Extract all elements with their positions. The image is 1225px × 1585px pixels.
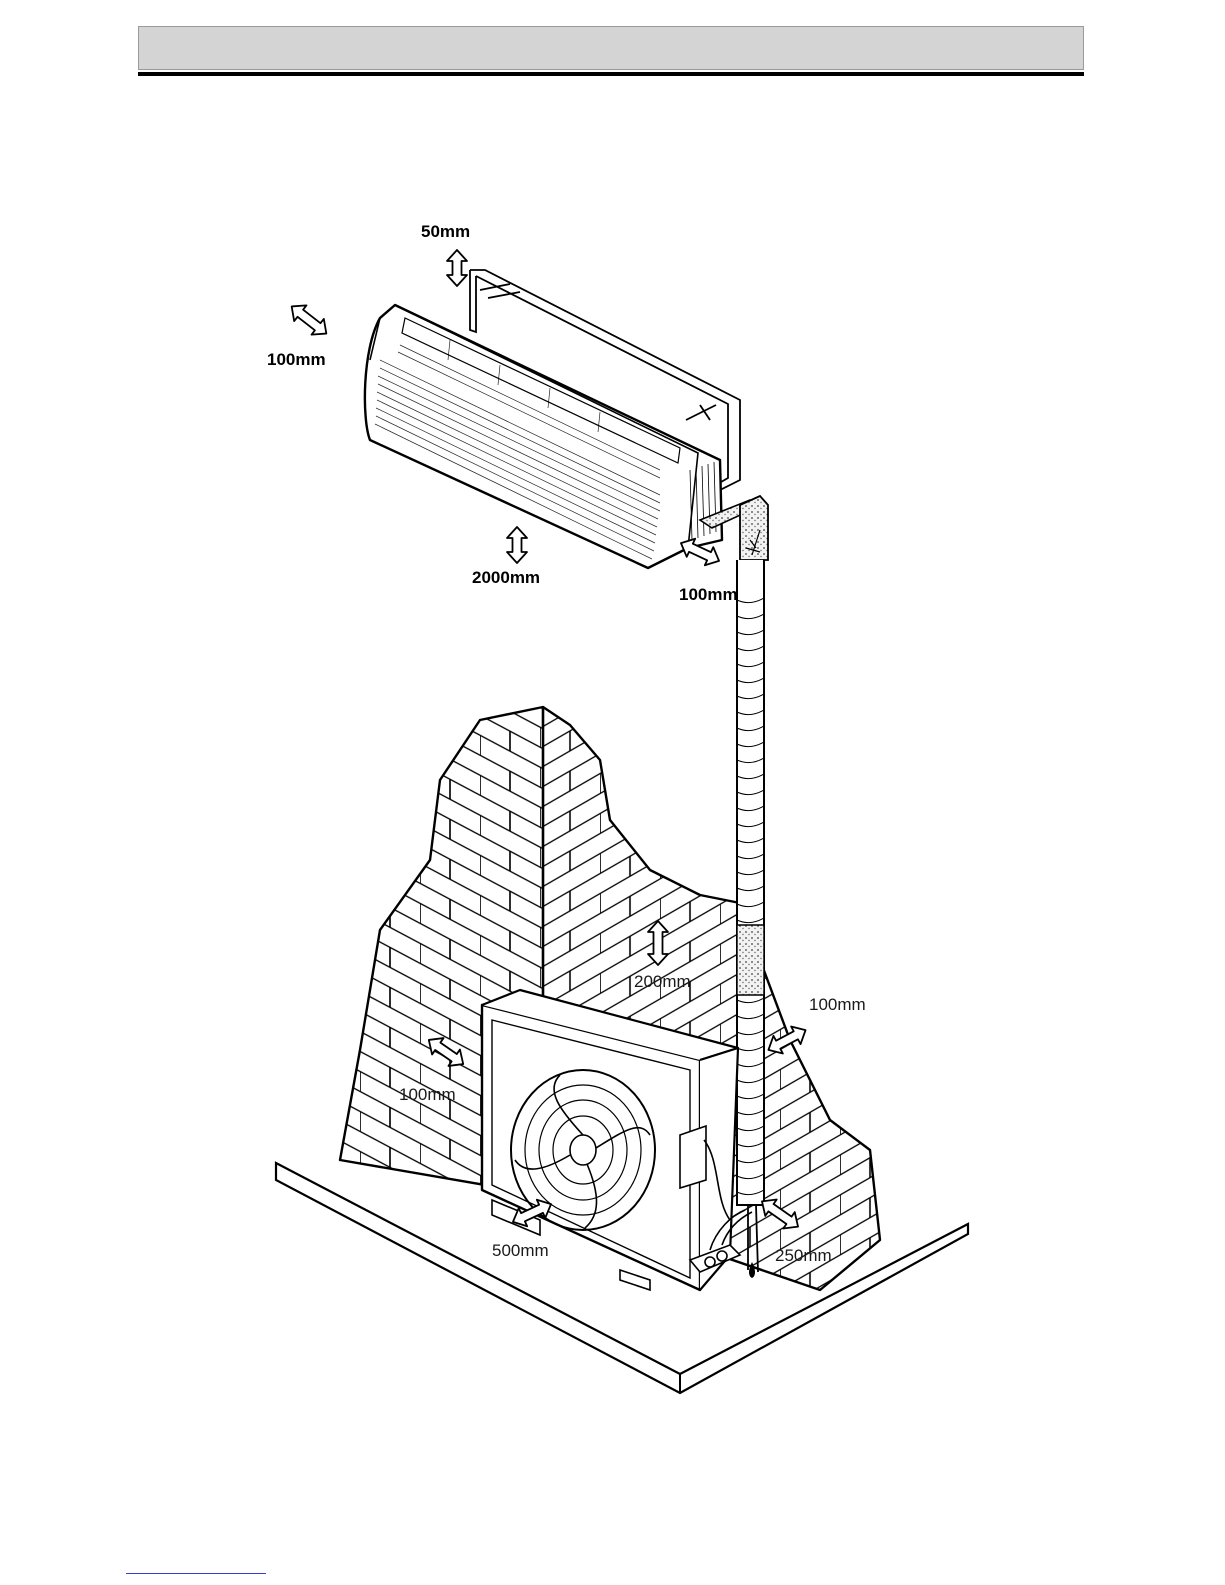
label-outdoor-right: 100mm (809, 995, 866, 1015)
arrow-indoor-left (286, 299, 333, 342)
label-indoor-top: 50mm (421, 222, 470, 242)
arrow-indoor-top (447, 250, 467, 286)
arrow-indoor-bottom (507, 527, 527, 563)
label-indoor-bottom: 2000mm (472, 568, 540, 588)
label-outdoor-left: 100mm (399, 1085, 456, 1105)
footer-link-underline (126, 1573, 266, 1574)
label-indoor-right: 100mm (679, 585, 738, 605)
label-outdoor-front: 500mm (492, 1241, 549, 1261)
label-outdoor-back: 250mm (775, 1246, 832, 1266)
indoor-unit (365, 305, 722, 568)
label-outdoor-top: 200mm (634, 972, 691, 992)
label-indoor-left: 100mm (267, 350, 326, 370)
